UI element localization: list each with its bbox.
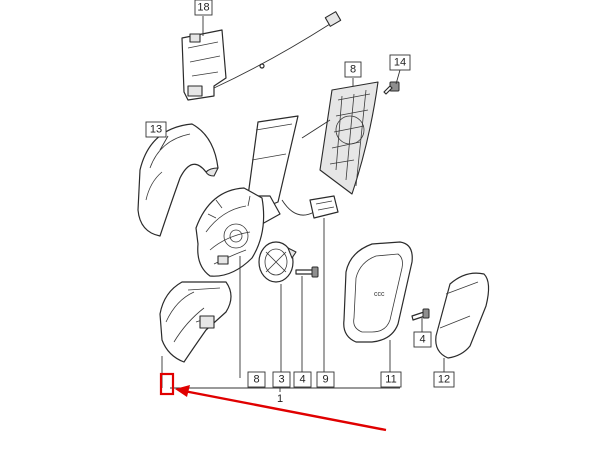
callout-4-bottom-label: 4 bbox=[299, 374, 305, 386]
callout-14: 14 bbox=[389, 54, 411, 71]
callout-4-right-label: 4 bbox=[419, 334, 425, 346]
callout-3: 3 bbox=[272, 371, 291, 388]
callout-8-bottom-label: 8 bbox=[253, 374, 259, 386]
callout-9: 9 bbox=[316, 371, 335, 388]
part-18-harness bbox=[181, 11, 342, 101]
callout-8-top: 8 bbox=[344, 61, 362, 78]
part-13-mirror-cap bbox=[137, 123, 219, 237]
part-3-motor bbox=[258, 241, 297, 283]
callout-12-label: 12 bbox=[438, 374, 450, 386]
part-9-connector bbox=[281, 195, 339, 219]
callout-11: 11 bbox=[380, 371, 402, 388]
callout-8-bottom: 8 bbox=[247, 371, 266, 388]
callout-18: 18 bbox=[194, 0, 213, 16]
part-11-glass-holder: ccc bbox=[343, 241, 413, 343]
leader-lines bbox=[159, 16, 445, 392]
red-annotation bbox=[159, 372, 387, 432]
callout-3-label: 3 bbox=[278, 374, 284, 386]
part-14-screw-top bbox=[383, 81, 400, 95]
callout-11-label: 11 bbox=[385, 374, 396, 386]
svg-text:ccc: ccc bbox=[374, 291, 385, 298]
callout-18-label: 18 bbox=[197, 2, 209, 14]
pointer-arrow-line bbox=[183, 389, 387, 432]
callout-13-label: 13 bbox=[150, 124, 162, 136]
callout-14-label: 14 bbox=[394, 57, 406, 69]
callout-8-top-label: 8 bbox=[350, 64, 356, 76]
callout-4-bottom: 4 bbox=[293, 371, 312, 388]
pointer-arrow-head bbox=[175, 385, 190, 397]
part-4-screw-motor bbox=[295, 266, 319, 278]
callout-9-label: 9 bbox=[322, 374, 328, 386]
part-lower-shell bbox=[159, 281, 232, 363]
part-mirror-housing bbox=[195, 187, 265, 277]
highlight-box bbox=[159, 372, 175, 396]
callout-1-label: 1 bbox=[277, 393, 283, 405]
part-4-screw-right bbox=[411, 308, 430, 321]
callout-4-right: 4 bbox=[413, 331, 432, 348]
callout-1: 1 bbox=[277, 393, 283, 405]
callout-12: 12 bbox=[433, 371, 455, 388]
part-12-mirror-glass bbox=[435, 272, 490, 359]
part-8-heating-pad bbox=[301, 81, 379, 195]
callout-13: 13 bbox=[145, 121, 167, 138]
